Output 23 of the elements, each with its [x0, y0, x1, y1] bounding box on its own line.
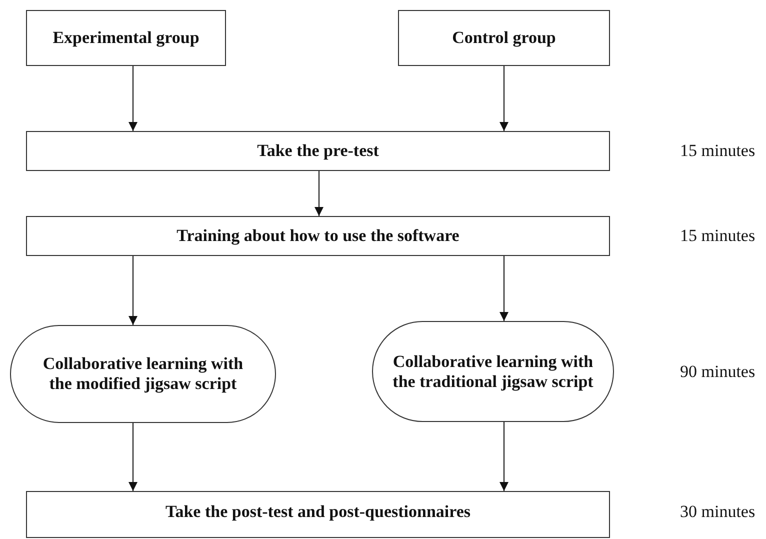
step-label: Take the post-test and post-questionnaires — [165, 502, 471, 522]
step-label: Experimental group — [52, 28, 200, 48]
step-label: Training about how to use the software — [176, 226, 460, 246]
arrow — [500, 256, 508, 321]
arrow — [128, 423, 138, 491]
process-box — [398, 10, 610, 66]
step-label: Take the pre-test — [257, 141, 379, 161]
process-box — [26, 491, 610, 538]
process-box — [26, 131, 610, 171]
arrow — [500, 422, 508, 491]
process-box — [26, 10, 226, 66]
step-label: Control group — [452, 28, 556, 48]
arrow — [128, 66, 138, 131]
process-box — [26, 216, 610, 256]
step-label: Collaborative learning with the traditional jigsaw script — [392, 352, 594, 392]
duration-label: 15 minutes — [680, 226, 756, 246]
duration-label: 15 minutes — [680, 141, 756, 161]
arrow — [128, 256, 138, 325]
arrow — [500, 66, 508, 131]
duration-label: 90 minutes — [680, 362, 756, 382]
step-label: Collaborative learning with the modified jigsaw script — [42, 354, 244, 394]
duration-label: 30 minutes — [680, 502, 756, 522]
arrow — [314, 171, 324, 216]
